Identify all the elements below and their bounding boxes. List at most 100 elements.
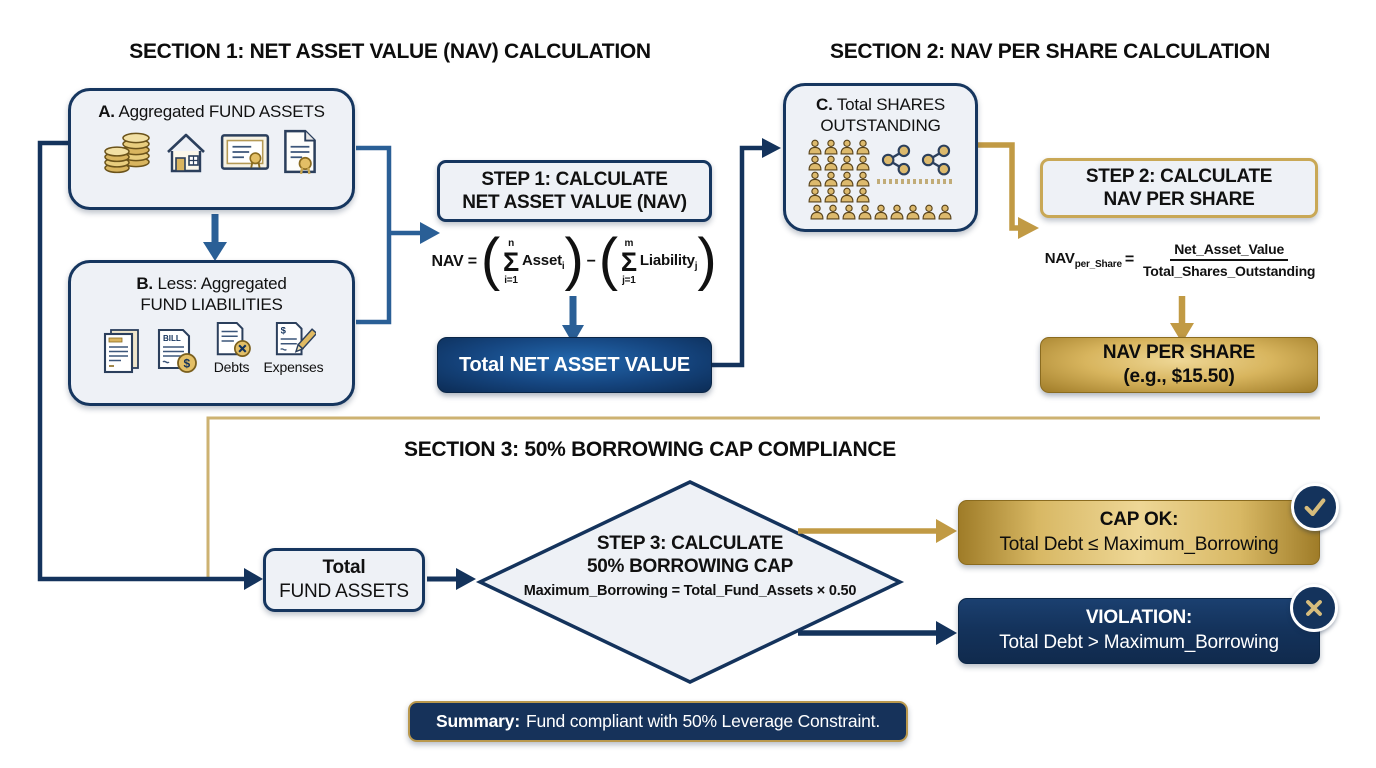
nav-formula: NAV = ( n Σ i=1 Asseti ) − ( m Σ j=1 Lia… — [424, 226, 724, 298]
step1-line2: NET ASSET VALUE (NAV) — [462, 192, 687, 213]
x-icon — [1290, 584, 1338, 632]
paren-close-1: ) — [564, 226, 584, 292]
invoice-stack-icon — [103, 328, 139, 373]
violation-box: VIOLATION: Total Debt > Maximum_Borrowin… — [958, 598, 1320, 664]
fund-assets-line2: FUND ASSETS — [279, 581, 409, 602]
nav-per-share-formula: NAVper_Share = Net_Asset_Value Total_Sha… — [1030, 236, 1330, 284]
box-c-label: C. Total SHARES OUTSTANDING — [786, 94, 975, 137]
step3-line2: 50% BORROWING CAP — [586, 556, 794, 578]
debts-doc-icon — [216, 321, 251, 357]
coins-icon — [103, 132, 150, 174]
expenses-cell: $ Expenses — [263, 321, 324, 375]
cap-ok-box: CAP OK: Total Debt ≤ Maximum_Borrowing — [958, 500, 1320, 565]
sum1-sigma: Σ — [503, 246, 520, 277]
share-network-area — [876, 139, 955, 184]
debts-cell: Debts — [210, 321, 254, 375]
sum1-lower: i=1 — [504, 274, 518, 286]
summary-prefix: Summary: — [435, 711, 520, 731]
box-a-label: A. Aggregated FUND ASSETS — [71, 101, 352, 122]
nps-numerator: Net_Asset_Value — [1170, 241, 1289, 261]
cap-ok-text: Total Debt ≤ Maximum_Borrowing — [999, 533, 1279, 555]
minus-sign: − — [586, 253, 596, 270]
box-a-icons — [71, 128, 352, 176]
section3-title: SECTION 3: 50% BORROWING CAP COMPLIANCE — [404, 438, 896, 461]
box-c-prefix: C. — [816, 95, 833, 114]
paren-open-2: ( — [598, 226, 618, 292]
sum1-upper: n — [508, 237, 514, 249]
box-b-prefix: B. — [136, 274, 153, 293]
nps-result-line1: NAV PER SHARE — [1102, 342, 1256, 364]
nav-per-share-result-box: NAV PER SHARE (e.g., $15.50) — [1040, 337, 1318, 393]
document-ribbon-icon — [283, 130, 316, 175]
box-b-label: B. Less: Aggregated FUND LIABILITIES — [71, 273, 352, 316]
box-a-fund-assets: A. Aggregated FUND ASSETS — [68, 88, 355, 210]
step3-formula: Maximum_Borrowing = Total_Fund_Assets × … — [523, 583, 857, 600]
step1-box: STEP 1: CALCULATE NET ASSET VALUE (NAV) — [437, 160, 712, 222]
section1-title: SECTION 1: NET ASSET VALUE (NAV) CALCULA… — [129, 40, 651, 63]
check-icon — [1291, 483, 1339, 531]
share-icons — [878, 143, 954, 177]
asset-term: Asseti — [522, 252, 565, 272]
box-a-text: Aggregated FUND ASSETS — [118, 102, 325, 121]
nps-lhs: NAVper_Share — [1044, 250, 1122, 270]
nps-equals: = — [1124, 251, 1134, 268]
box-b-line1: Less: Aggregated — [157, 274, 287, 293]
arrowhead-a-to-b — [203, 242, 227, 261]
arrowhead-diamond — [456, 568, 476, 590]
total-fund-assets-box: Total FUND ASSETS — [263, 548, 425, 612]
svg-text:BILL: BILL — [163, 334, 181, 343]
arrowhead-fundassets — [244, 568, 263, 590]
violation-text: Total Debt > Maximum_Borrowing — [999, 632, 1279, 653]
certificate-icon — [220, 134, 269, 171]
step1-line1: STEP 1: CALCULATE — [481, 168, 668, 190]
box-b-line2: FUND LIABILITIES — [140, 295, 283, 315]
invoice-stack-cell — [100, 325, 144, 375]
sum-assets: n Σ i=1 — [503, 237, 520, 286]
step2-box: STEP 2: CALCULATE NAV PER SHARE — [1040, 158, 1318, 218]
svg-text:$: $ — [183, 356, 190, 370]
arrowhead-capok — [936, 519, 957, 543]
svg-text:$: $ — [281, 325, 287, 336]
step2-line2: NAV PER SHARE — [1103, 189, 1255, 210]
house-icon — [166, 133, 205, 173]
arrowhead-nav-to-shares — [762, 138, 781, 158]
step2-line1: STEP 2: CALCULATE — [1085, 165, 1273, 187]
fund-assets-line1: Total — [322, 557, 366, 579]
section2-title: SECTION 2: NAV PER SHARE CALCULATION — [830, 40, 1270, 63]
nps-denominator: Total_Shares_Outstanding — [1142, 263, 1316, 279]
decision-diamond-text: STEP 3: CALCULATE 50% BORROWING CAP Maxi… — [505, 532, 875, 599]
violation-head: VIOLATION: — [1085, 607, 1193, 629]
step3-line1: STEP 3: CALCULATE — [596, 533, 784, 554]
summary-box: Summary: Fund compliant with 50% Leverag… — [408, 701, 908, 742]
shares-people-bottom-row — [786, 204, 975, 220]
box-a-prefix: A. — [98, 102, 115, 121]
arrowhead-violation — [936, 621, 957, 645]
shares-people-grid — [807, 139, 871, 203]
paren-open-1: ( — [480, 226, 501, 292]
sum2-sigma: Σ — [620, 246, 637, 277]
cap-ok-head: CAP OK: — [1099, 508, 1179, 530]
box-c-shares-outstanding: C. Total SHARES OUTSTANDING — [783, 83, 978, 232]
nps-result-line2: (e.g., $15.50) — [1123, 366, 1235, 387]
expenses-pencil-icon: $ — [276, 321, 317, 355]
nps-fraction: Net_Asset_Value Total_Shares_Outstanding — [1142, 241, 1316, 279]
tiny-scribble-text — [876, 178, 955, 184]
nav-formula-lhs: NAV = — [431, 253, 478, 270]
box-c-line2: OUTSTANDING — [820, 116, 941, 136]
summary-text: Fund compliant with 50% Leverage Constra… — [525, 711, 881, 731]
box-b-icons: BILL $ Debts $ — [71, 321, 352, 375]
box-c-line1: Total SHARES — [836, 95, 945, 114]
sum2-lower: j=1 — [622, 274, 636, 286]
expenses-label: Expenses — [263, 358, 324, 375]
paren-close-2: ) — [697, 226, 717, 292]
debts-label: Debts — [213, 358, 250, 375]
connector-shares-to-step2 — [978, 142, 1018, 231]
total-nav-result-box: Total NET ASSET VALUE — [437, 337, 712, 393]
bill-coin-icon: BILL $ — [157, 328, 197, 373]
sum2-upper: m — [624, 237, 634, 249]
box-c-icons — [786, 137, 975, 203]
box-b-fund-liabilities: B. Less: Aggregated FUND LIABILITIES BIL… — [68, 260, 355, 406]
bill-coin-cell: BILL $ — [154, 325, 200, 375]
sum-liabilities: m Σ j=1 — [620, 237, 637, 286]
